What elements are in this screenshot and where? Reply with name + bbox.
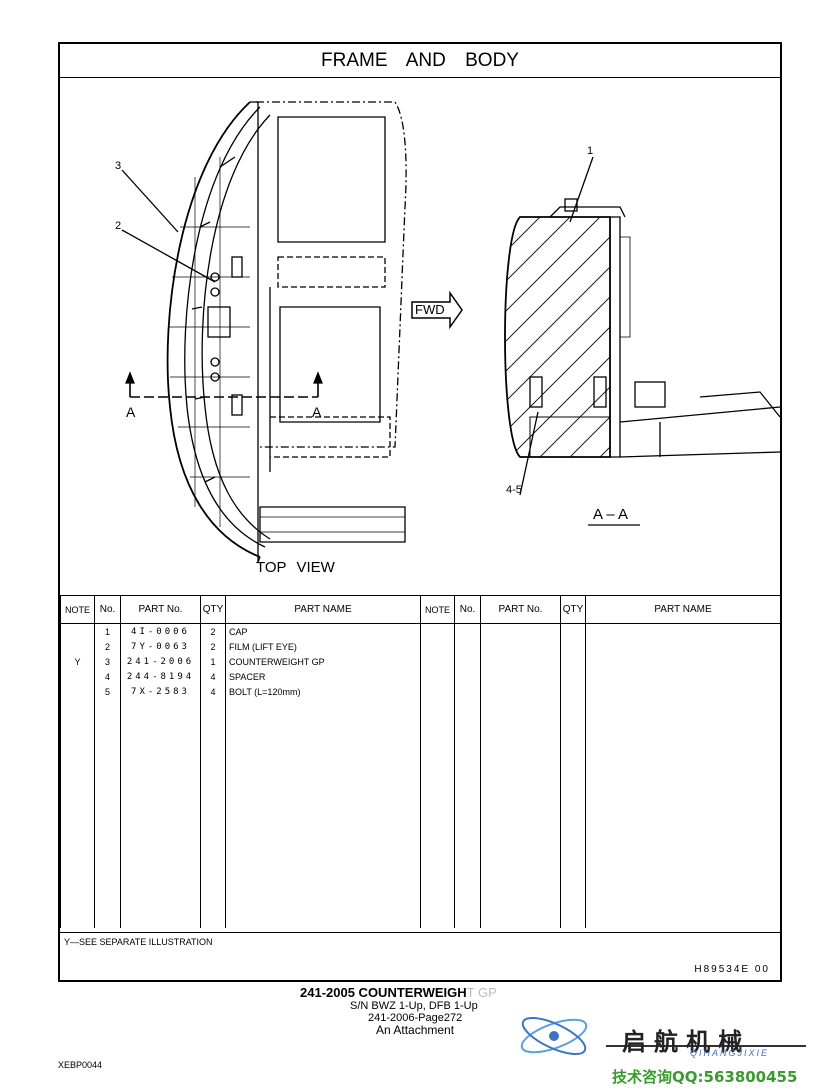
table-row: 5 7X-2583 4 BOLT (L=120mm) [60, 687, 781, 702]
watermark-contact: 技术咨询QQ:563800455 [612, 1068, 798, 1086]
table-row: 2 7Y-0063 2 FILM (LIFT EYE) [60, 642, 781, 657]
callout-1: 1 [587, 145, 593, 157]
top-view-label: TOP VIEW [256, 559, 336, 576]
row-no: 5 [94, 687, 121, 702]
watermark-brand-sub: QIHANGJIXIE [690, 1048, 770, 1058]
col-no-2: No. [454, 595, 481, 624]
drawing-code: H89534E 00 [694, 964, 770, 975]
row-part-no: 241-2006 [120, 657, 201, 672]
row-note [60, 672, 95, 687]
row-note [60, 642, 95, 657]
col-qty: QTY [200, 595, 226, 624]
row-part-name: SPACER [225, 672, 421, 687]
row-part-no: 7Y-0063 [120, 642, 201, 657]
footnote-area: Y—SEE SEPARATE ILLUSTRATION H89534E 00 [60, 932, 780, 981]
row-note [60, 687, 95, 702]
footnote-text: Y—SEE SEPARATE ILLUSTRATION [64, 937, 213, 947]
callout-4-5: 4-5 [506, 484, 522, 496]
caption-serial: S/N BWZ 1-Up, DFB 1-Up [350, 1000, 478, 1012]
row-part-no: 4I-0006 [120, 623, 201, 642]
caption-attachment: An Attachment [376, 1023, 455, 1037]
table-row: 4 244-8194 4 SPACER [60, 672, 781, 687]
page-title: FRAME AND BODY [60, 44, 780, 78]
row-qty: 2 [200, 642, 226, 657]
section-view-label: A – A [593, 506, 628, 523]
col-part-name: PART NAME [225, 595, 421, 624]
section-marker-left: A [126, 404, 136, 420]
col-note: NOTE [60, 595, 95, 624]
callout-2: 2 [115, 220, 121, 232]
row-part-name: BOLT (L=120mm) [225, 687, 421, 702]
row-part-name: FILM (LIFT EYE) [225, 642, 421, 657]
col-qty-2: QTY [560, 595, 586, 624]
table-row: Y 3 241-2006 1 COUNTERWEIGHT GP [60, 657, 781, 672]
table-row: 1 4I-0006 2 CAP [60, 623, 781, 642]
row-part-name: COUNTERWEIGHT GP [225, 657, 421, 672]
watermark-brand: 启航机械 [622, 1028, 750, 1056]
row-qty: 2 [200, 623, 226, 642]
row-part-name: CAP [225, 623, 421, 642]
row-no: 4 [94, 672, 121, 687]
row-no: 2 [94, 642, 121, 657]
row-qty: 4 [200, 687, 226, 702]
section-marker-right: A [312, 404, 322, 420]
col-no: No. [94, 595, 121, 624]
illustration: 3 2 1 4-5 A A FWD TOP VIEW A – A [115, 101, 780, 576]
row-no: 1 [94, 623, 121, 642]
table-header-row: NOTE No. PART No. QTY PART NAME NOTE No.… [60, 595, 781, 624]
callout-3: 3 [115, 160, 121, 172]
row-part-no: 7X-2583 [120, 687, 201, 702]
parts-table-area: NOTE No. PART No. QTY PART NAME NOTE No.… [60, 595, 781, 930]
document-code: XEBP0044 [58, 1060, 103, 1070]
caption-page: 241-2006-Page272 [368, 1012, 463, 1024]
row-note [60, 623, 95, 642]
caption-title: 241-2005 COUNTERWEIGHT GP [300, 985, 497, 1000]
row-qty: 4 [200, 672, 226, 687]
watermark-logo-icon [520, 1016, 806, 1056]
row-part-no: 244-8194 [120, 672, 201, 687]
row-note: Y [60, 657, 95, 672]
table-filler-row [60, 702, 781, 928]
fwd-label: FWD [415, 302, 445, 317]
col-note-2: NOTE [420, 595, 455, 624]
row-no: 3 [94, 657, 121, 672]
col-part-no: PART No. [120, 595, 201, 624]
col-part-no-2: PART No. [480, 595, 561, 624]
col-part-name-2: PART NAME [585, 595, 781, 624]
page-frame: FRAME AND BODY [58, 42, 782, 982]
row-qty: 1 [200, 657, 226, 672]
parts-table: NOTE No. PART No. QTY PART NAME NOTE No.… [60, 595, 781, 928]
